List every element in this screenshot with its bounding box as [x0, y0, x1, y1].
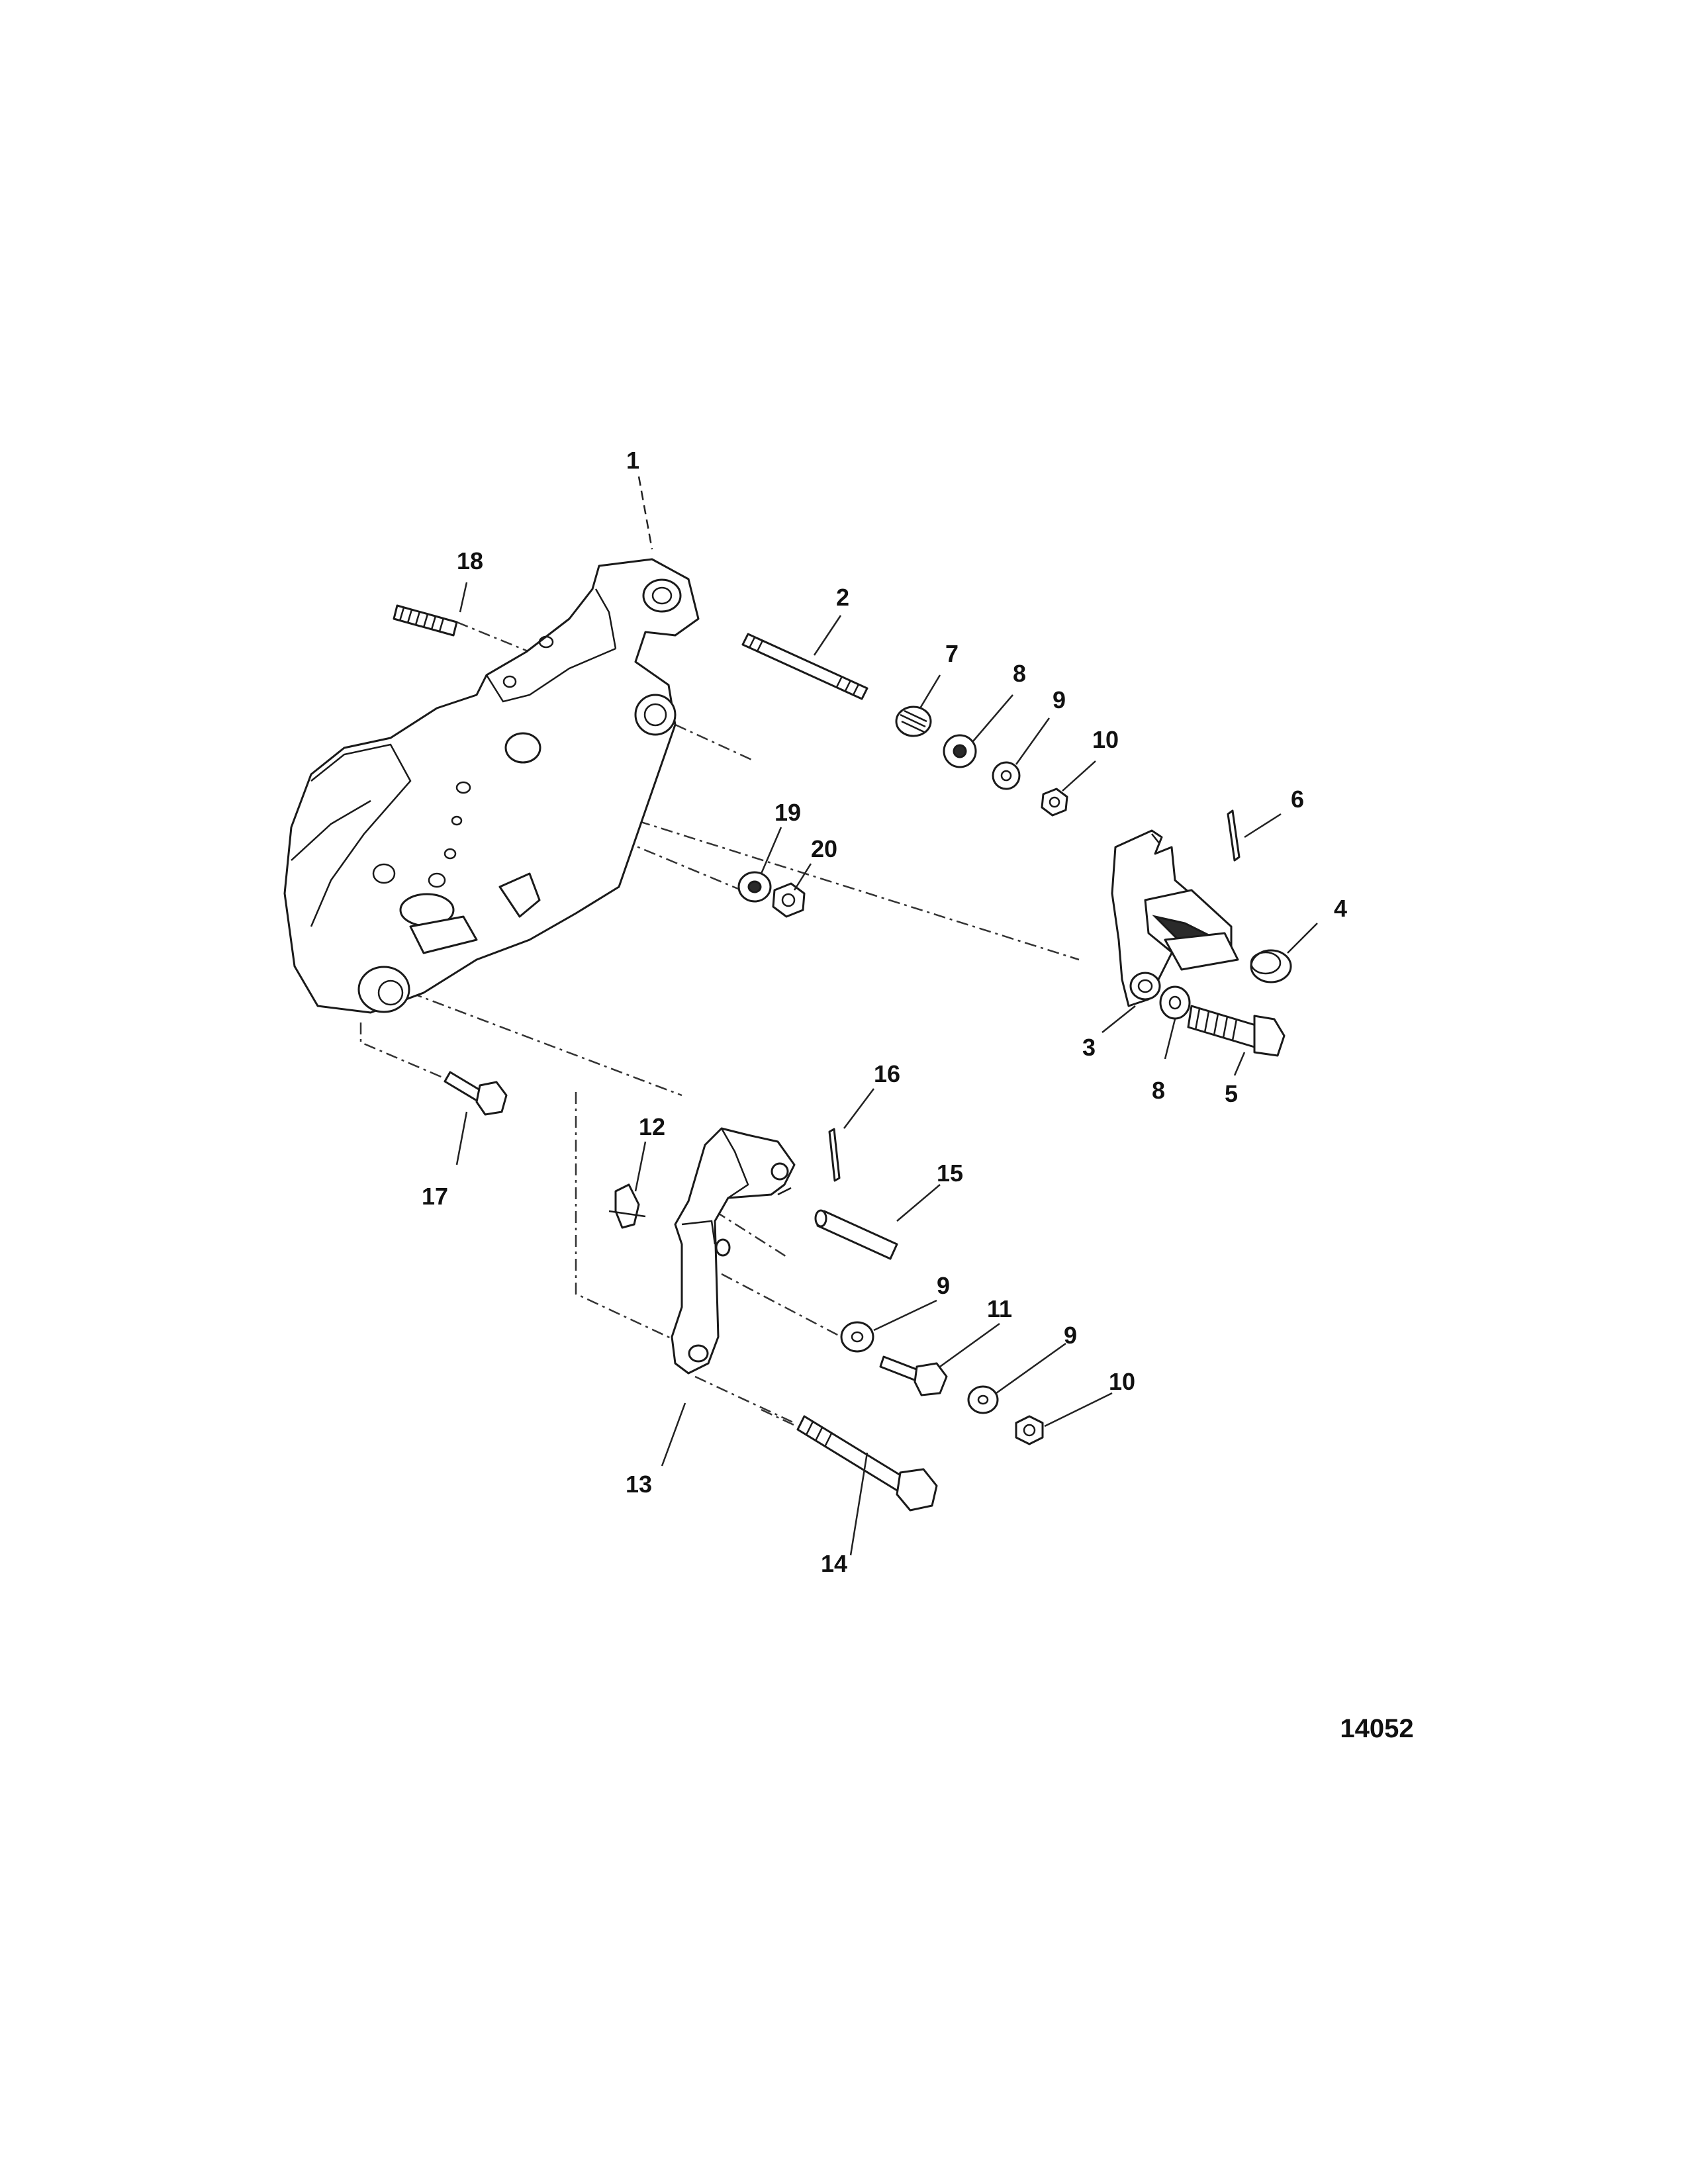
cotter-pin-part-6	[1227, 809, 1241, 862]
figure-number: 14052	[1340, 1714, 1413, 1743]
callout-8-upper: 8	[1013, 660, 1026, 687]
lever-part-3	[1111, 829, 1239, 1007]
callout-15: 15	[937, 1160, 963, 1187]
leader-lines	[455, 476, 1318, 1556]
callout-10-lower: 10	[1109, 1368, 1135, 1395]
bolt-part-11	[879, 1355, 948, 1396]
callout-labels: 1 18 2 7 8 9 10 6 19 20 4 3 8 5 16 12 15…	[422, 447, 1347, 1577]
callout-3: 3	[1082, 1034, 1096, 1061]
callout-10-upper: 10	[1092, 726, 1119, 753]
callout-9-middle: 9	[937, 1272, 950, 1299]
stud-part-2	[741, 633, 868, 700]
link-part-13	[671, 1127, 796, 1375]
washer-part-19	[737, 871, 772, 903]
cap-part-4	[1250, 949, 1292, 983]
callout-11: 11	[987, 1295, 1012, 1322]
bolt-part-17	[444, 1071, 508, 1116]
callout-13: 13	[626, 1471, 652, 1498]
washer-part-9-lower	[967, 1385, 999, 1414]
callout-20: 20	[811, 835, 837, 862]
bolt-part-14	[796, 1415, 938, 1512]
callout-4: 4	[1334, 895, 1347, 922]
callout-12: 12	[639, 1113, 665, 1140]
callout-19: 19	[774, 799, 801, 826]
main-bracket-part	[283, 558, 700, 1014]
callout-7: 7	[945, 640, 959, 667]
callout-18: 18	[457, 547, 483, 574]
bolt-part-5	[1187, 1005, 1286, 1057]
callout-8-lower: 8	[1152, 1077, 1165, 1104]
nut-part-10-upper	[1041, 788, 1068, 817]
callout-1: 1	[626, 447, 639, 474]
pin-part-15	[814, 1209, 898, 1260]
callout-17: 17	[422, 1183, 448, 1210]
washer-part-8-lower	[1159, 985, 1191, 1020]
clip-part-12	[608, 1183, 646, 1229]
washer-part-9-upper	[992, 761, 1021, 790]
callout-9-upper: 9	[1053, 686, 1066, 713]
stud-part-18	[393, 604, 458, 637]
callout-16: 16	[874, 1060, 900, 1087]
washer-part-9-middle	[840, 1321, 874, 1353]
spring-part-7	[895, 705, 932, 737]
callout-2: 2	[836, 584, 849, 611]
nut-part-10-lower	[1015, 1415, 1044, 1445]
callout-14: 14	[821, 1550, 847, 1577]
callout-6: 6	[1291, 786, 1304, 813]
pin-part-16	[828, 1128, 841, 1182]
callout-9-lower: 9	[1064, 1322, 1077, 1349]
nut-part-20	[772, 882, 806, 918]
washer-part-8-upper	[943, 734, 977, 768]
callout-5: 5	[1225, 1080, 1238, 1107]
